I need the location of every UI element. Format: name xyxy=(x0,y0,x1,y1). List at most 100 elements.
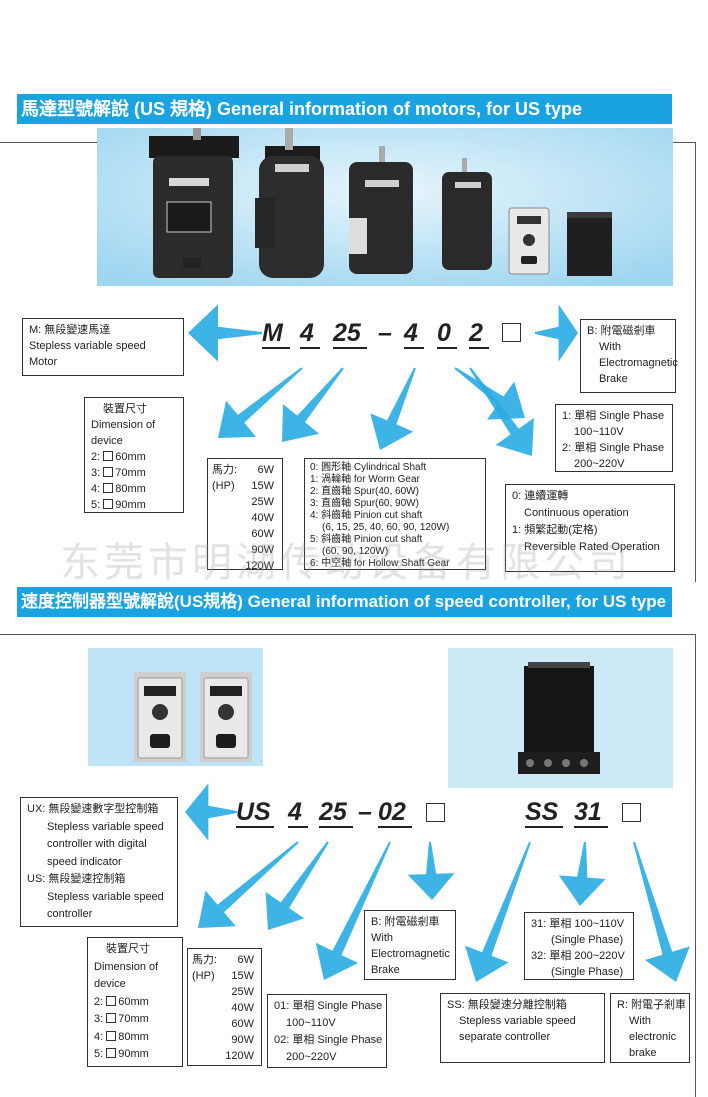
controller-prefix-box: UX: 無段變速數字型控制箱 Stepless variable speed c… xyxy=(20,797,178,927)
checkbox-square xyxy=(106,995,117,1006)
dimension-value: 60mm xyxy=(115,451,146,463)
separate-controller-photo xyxy=(448,648,673,788)
power-value: 6W xyxy=(257,464,275,476)
r-line: brake xyxy=(629,1047,657,1059)
dimension-item: 3: 70mm xyxy=(91,465,177,481)
prefix-line: Stepless variable speed xyxy=(29,340,146,352)
underline xyxy=(404,347,424,349)
shaft-digit: 4 xyxy=(404,318,424,349)
power-label: (HP) xyxy=(212,480,235,492)
motor-photo-illustration xyxy=(97,128,673,286)
shaft-line: 4: 斜齒軸 Pinion cut shaft xyxy=(310,510,423,521)
dimension-num: 3: xyxy=(91,467,101,479)
phase-line: 100~110V xyxy=(574,426,624,438)
shaft-line: (60, 90, 120W) xyxy=(322,546,389,557)
power-value: 60W xyxy=(251,528,274,540)
dimension-value: 70mm xyxy=(115,467,146,479)
phase-line: 2: 單相 Single Phase xyxy=(562,442,665,454)
size-digit-text: 4 xyxy=(300,319,314,347)
motor-product-photo xyxy=(97,128,673,286)
dimension-num: 2: xyxy=(91,451,101,463)
ss-phase-line: (Single Phase) xyxy=(551,966,624,978)
checkbox-square xyxy=(103,483,114,493)
ss-phase-box: 31: 單相 100~110V (Single Phase) 32: 單相 20… xyxy=(524,912,634,980)
prefix-line: M: 無段變速馬達 xyxy=(29,324,111,336)
brake-line: With xyxy=(599,341,621,353)
controller-model-letters: US xyxy=(236,797,274,828)
dimension-title: 裝置尺寸 xyxy=(103,403,147,415)
controller-photo-illustration xyxy=(88,648,263,766)
power-value: 90W xyxy=(251,544,274,556)
dimension-subtitle: Dimension of xyxy=(94,960,159,973)
pointer-arrow-icon xyxy=(407,842,455,900)
shaft-line: (6, 15, 25, 40, 60, 90, 120W) xyxy=(322,522,450,533)
dimension-value: 60mm xyxy=(118,995,149,1008)
underline xyxy=(236,826,274,828)
controller-dimension-box: 裝置尺寸 Dimension of device 2: 60mm 3: 70mm… xyxy=(87,937,183,1067)
separate-controller-illustration xyxy=(448,648,673,788)
pointer-arrow-icon xyxy=(218,367,303,438)
ss-phase-line: 32: 單相 200~220V xyxy=(531,950,625,962)
controller-power-text: 25 xyxy=(319,798,347,826)
ss-phase-digits: 31 xyxy=(574,797,608,828)
pointer-arrow-icon xyxy=(185,783,237,841)
dimension-item: 5: 90mm xyxy=(91,497,177,513)
dimension-title: 裝置尺寸 xyxy=(106,943,150,955)
shaft-line: 1: 渦輪軸 for Worm Gear xyxy=(310,474,420,485)
dimension-num: 4: xyxy=(94,1030,104,1043)
checkbox-square xyxy=(106,1013,117,1023)
checkbox-square xyxy=(103,467,114,477)
model-letter: M xyxy=(262,318,290,349)
dimension-num: 5: xyxy=(91,499,101,511)
pointer-arrow-icon xyxy=(465,841,531,982)
dimension-subtitle: Dimension of xyxy=(91,419,156,431)
controller-phase-digits: 02 xyxy=(378,797,412,828)
pointer-arrow-icon xyxy=(198,841,299,928)
operation-digit-text: 0 xyxy=(437,319,451,347)
dimension-item: 4: 80mm xyxy=(91,481,177,497)
dimension-subtitle: device xyxy=(94,978,126,990)
phase-line: 01: 單相 Single Phase xyxy=(274,1000,383,1012)
controller-power-digits: 25 xyxy=(319,797,353,828)
prefix-line: US: 無段變速控制箱 xyxy=(27,873,126,885)
phase-line: 1: 單相 Single Phase xyxy=(562,410,665,422)
divider xyxy=(695,142,696,582)
underline xyxy=(288,826,308,828)
ss-brake-option-box xyxy=(622,803,641,822)
dimension-item: 2: 60mm xyxy=(94,994,176,1012)
dimension-value: 90mm xyxy=(115,499,146,511)
prefix-line: Motor xyxy=(29,356,58,368)
power-value: 40W xyxy=(231,1002,254,1014)
power-value: 120W xyxy=(245,560,274,572)
divider xyxy=(0,634,696,635)
phase-line: 200~220V xyxy=(574,458,625,470)
shaft-line: 3: 直齒軸 Spur(60, 90W) xyxy=(310,498,419,509)
ss-line: Stepless variable speed xyxy=(459,1015,576,1027)
checkbox-square xyxy=(103,451,114,461)
ss-model-text: SS xyxy=(525,798,559,826)
controller-phase-box: 01: 單相 Single Phase 100~110V 02: 單相 Sing… xyxy=(267,994,387,1068)
dimension-num: 4: xyxy=(91,483,101,495)
checkbox-square xyxy=(106,1030,117,1041)
motor-brake-box: B: 附電磁剎車 With Electromagnetic Brake xyxy=(580,319,678,393)
ss-controller-box: SS: 無段變速分離控制箱 Stepless variable speed se… xyxy=(440,993,605,1063)
operation-line: 1: 頻繁起動(定格) xyxy=(512,524,598,536)
ss-phase-line: (Single Phase) xyxy=(551,934,624,946)
power-value: 90W xyxy=(231,1034,254,1046)
power-digits: 25 xyxy=(333,318,367,349)
ss-model-letters: SS xyxy=(525,797,563,828)
dimension-item: 5: 90mm xyxy=(94,1046,176,1064)
electronic-brake-box: R: 附電子剎車 With electronic brake xyxy=(610,993,690,1063)
code-dash: – xyxy=(358,798,372,826)
brake-line: Brake xyxy=(599,373,628,385)
checkbox-square xyxy=(106,1048,117,1058)
motor-power-box: 馬力: (HP) 6W 15W 25W 40W 60W 90W 120W xyxy=(207,458,283,572)
phase-line: 100~110V xyxy=(286,1017,336,1029)
brake-line: B: 附電磁剎車 xyxy=(587,325,656,337)
power-value: 120W xyxy=(225,1050,254,1062)
brake-line: Electromagnetic xyxy=(371,948,450,960)
underline xyxy=(300,347,320,349)
brake-line: Electromagnetic xyxy=(599,357,678,369)
underline xyxy=(262,347,290,349)
